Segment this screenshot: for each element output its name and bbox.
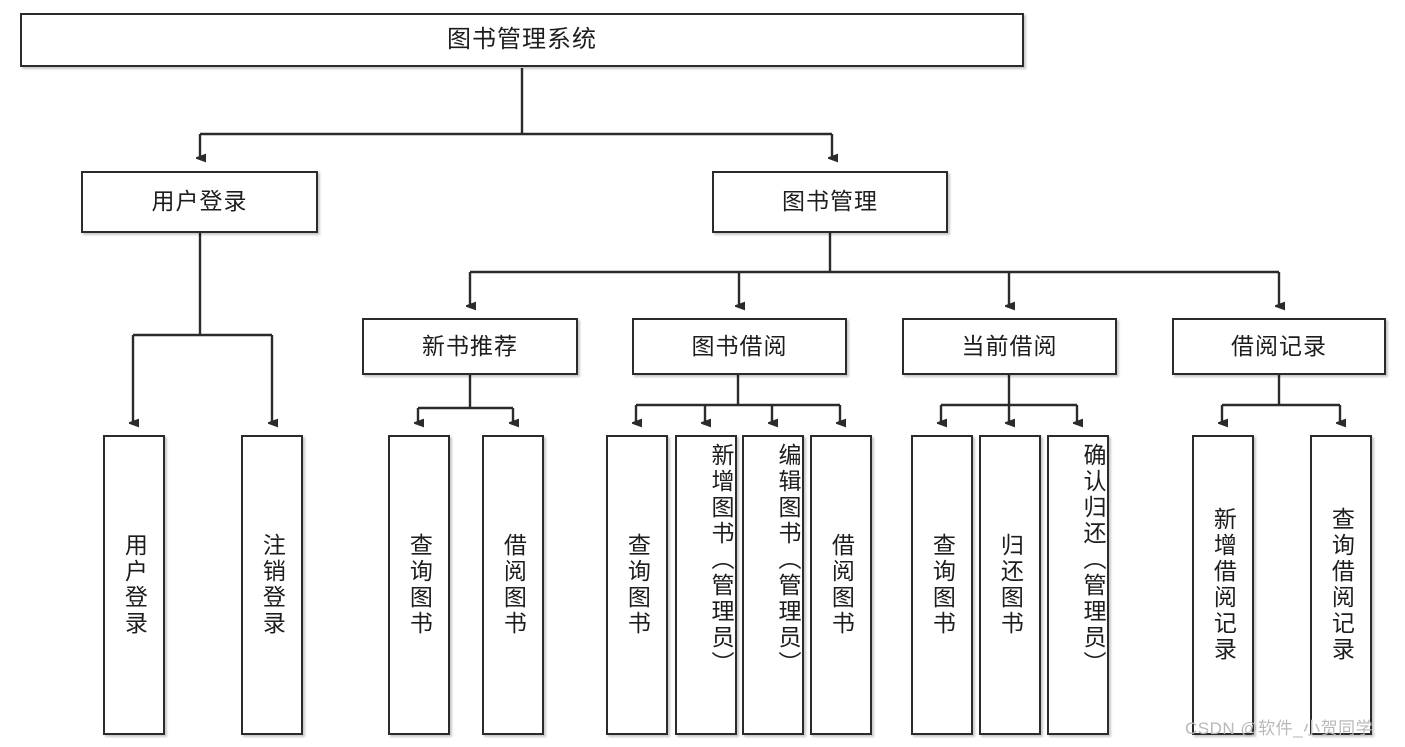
watermark: CSDN @软件_小贺同学: [1185, 719, 1374, 738]
node-label: 借阅图书: [828, 533, 855, 637]
leaf-borrow-record-add[interactable]: 新增借阅记录: [1192, 435, 1254, 735]
leaf-user-login-login[interactable]: 用户登录: [103, 435, 165, 735]
node-label: 新增借阅记录: [1210, 507, 1237, 663]
node-current-borrow[interactable]: 当前借阅: [902, 318, 1117, 375]
leaf-book-borrow-add[interactable]: 新增图书（管理员）: [675, 435, 737, 735]
node-label: 借阅记录: [1231, 332, 1327, 359]
node-label: 查询图书: [624, 533, 651, 637]
node-label: 新书推荐: [422, 332, 518, 359]
node-label: 用户登录: [121, 533, 148, 637]
node-root-system[interactable]: 图书管理系统: [20, 13, 1024, 67]
node-label: 查询图书: [929, 533, 956, 637]
node-label: 新增图书（管理员）: [708, 443, 734, 677]
node-label: 当前借阅: [961, 332, 1058, 359]
node-label: 图书管理系统: [447, 25, 597, 53]
node-label: 借阅图书: [500, 533, 527, 637]
node-label: 图书管理: [782, 188, 878, 215]
node-label: 查询借阅记录: [1328, 507, 1355, 663]
leaf-borrow-record-query[interactable]: 查询借阅记录: [1310, 435, 1372, 735]
leaf-book-borrow-borrow[interactable]: 借阅图书: [810, 435, 872, 735]
node-new-book-recommend[interactable]: 新书推荐: [362, 318, 578, 375]
leaf-new-book-query[interactable]: 查询图书: [388, 435, 450, 735]
leaf-new-book-borrow[interactable]: 借阅图书: [482, 435, 544, 735]
node-label: 注销登录: [259, 533, 286, 637]
leaf-book-borrow-edit[interactable]: 编辑图书（管理员）: [742, 435, 804, 735]
node-label: 用户登录: [151, 188, 248, 215]
leaf-current-borrow-return[interactable]: 归还图书: [979, 435, 1041, 735]
node-label: 归还图书: [997, 533, 1024, 637]
leaf-current-borrow-confirm-return[interactable]: 确认归还（管理员）: [1047, 435, 1109, 735]
node-label: 确认归还（管理员）: [1080, 443, 1106, 677]
node-label: 编辑图书（管理员）: [775, 443, 801, 677]
leaf-user-login-logout[interactable]: 注销登录: [241, 435, 303, 735]
node-borrow-record[interactable]: 借阅记录: [1172, 318, 1386, 375]
node-label: 图书借阅: [691, 332, 788, 359]
leaf-current-borrow-query[interactable]: 查询图书: [911, 435, 973, 735]
node-book-borrow[interactable]: 图书借阅: [632, 318, 847, 375]
leaf-book-borrow-query[interactable]: 查询图书: [606, 435, 668, 735]
node-label: 查询图书: [406, 533, 433, 637]
node-book-management[interactable]: 图书管理: [712, 171, 948, 233]
node-user-login[interactable]: 用户登录: [81, 171, 318, 233]
